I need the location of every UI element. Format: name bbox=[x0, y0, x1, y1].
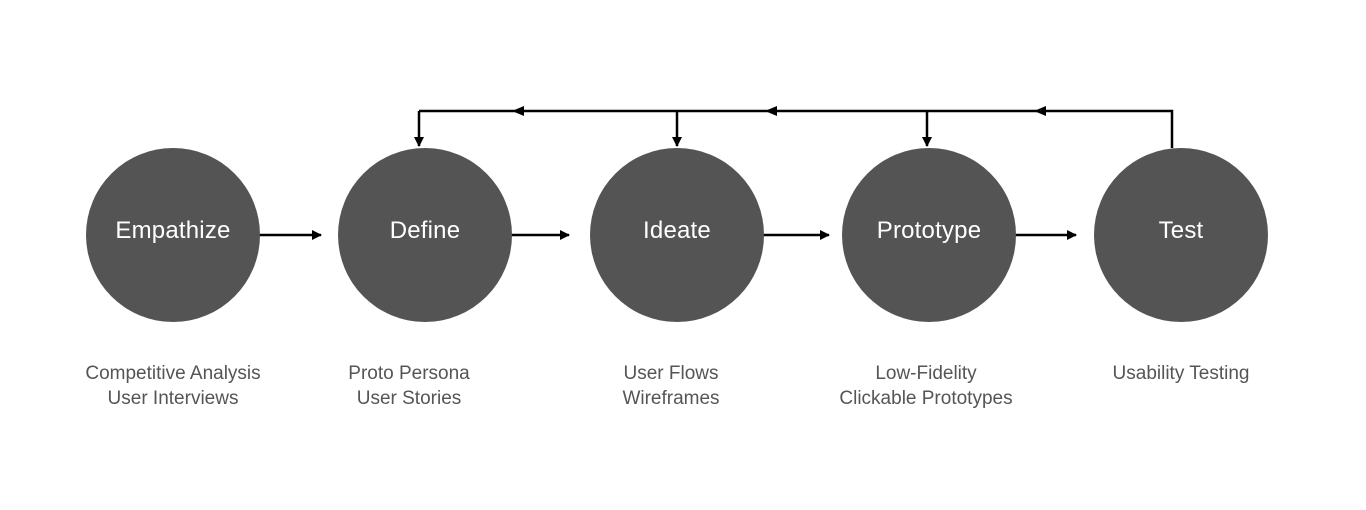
activity-item: User Flows bbox=[623, 363, 719, 384]
activity-item: Clickable Prototypes bbox=[839, 388, 1013, 409]
activity-item: Usability Testing bbox=[1112, 363, 1250, 384]
activities-empathize: Competitive Analysis User Interviews bbox=[43, 361, 303, 411]
activity-item: User Stories bbox=[356, 388, 462, 409]
stage-label: Empathize bbox=[115, 217, 231, 244]
stage-prototype: Prototype bbox=[842, 148, 1016, 322]
stage-define: Define bbox=[338, 148, 512, 322]
activity-item: Competitive Analysis bbox=[85, 363, 261, 384]
activities-ideate: User Flows Wireframes bbox=[541, 361, 801, 411]
stage-label: Prototype bbox=[876, 217, 982, 244]
activity-item: User Interviews bbox=[107, 388, 239, 409]
stage-empathize: Empathize bbox=[86, 148, 260, 322]
stage-label: Ideate bbox=[643, 217, 711, 244]
stage-ideate: Ideate bbox=[590, 148, 764, 322]
activities-prototype: Low-Fidelity Clickable Prototypes bbox=[796, 361, 1056, 411]
activity-item: Low-Fidelity bbox=[875, 363, 977, 384]
stage-label: Define bbox=[389, 217, 461, 244]
feedback-arrowhead-3 bbox=[1034, 106, 1046, 116]
feedback-loop-line bbox=[419, 109, 1174, 148]
feedback-arrowhead-1 bbox=[512, 106, 524, 116]
stage-test: Test bbox=[1094, 148, 1268, 322]
activity-item: Proto Persona bbox=[348, 363, 470, 384]
activity-item: Wireframes bbox=[622, 388, 720, 409]
activities-define: Proto Persona User Stories bbox=[279, 361, 539, 411]
feedback-arrowhead-2 bbox=[765, 106, 777, 116]
activities-test: Usability Testing bbox=[1051, 361, 1311, 386]
stage-label: Test bbox=[1158, 217, 1204, 244]
